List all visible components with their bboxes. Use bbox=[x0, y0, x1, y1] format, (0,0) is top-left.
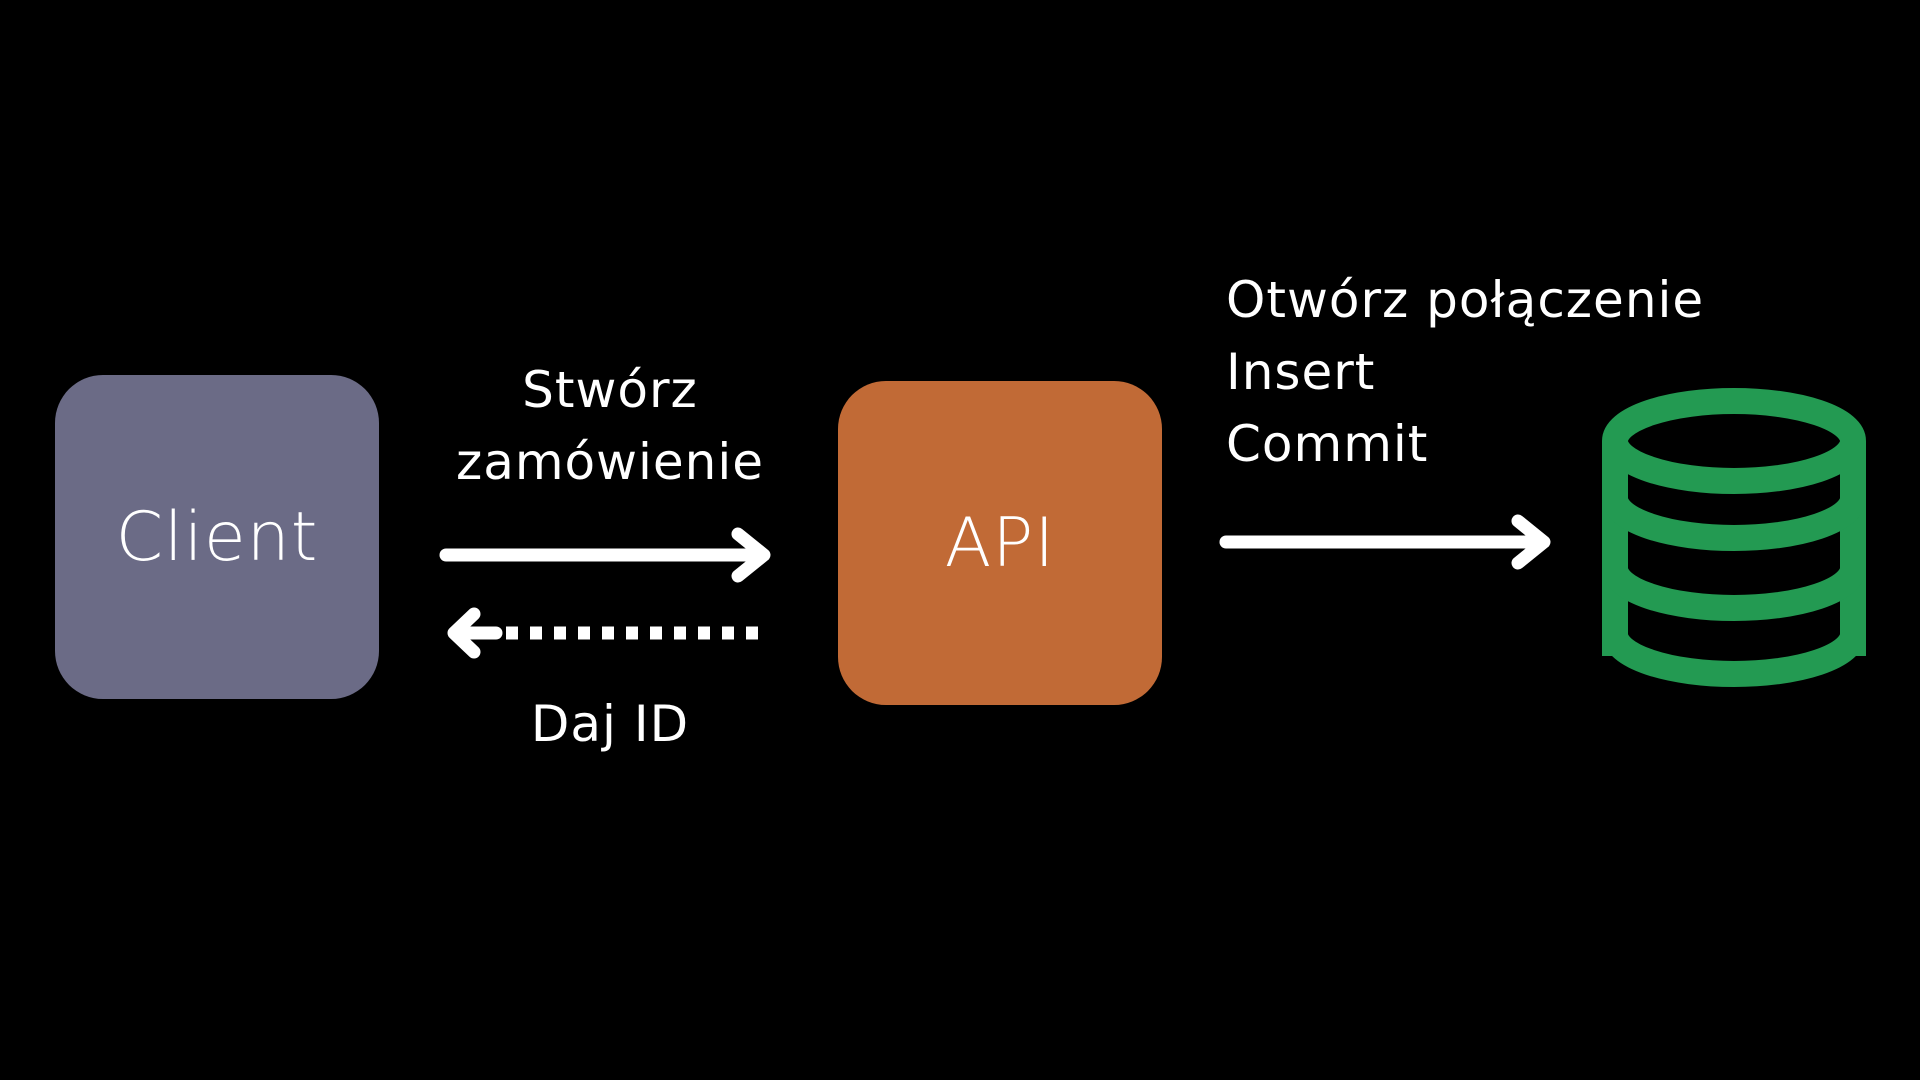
response-arrow bbox=[447, 607, 770, 659]
db-operations-label: Otwórz połączenie Insert Commit bbox=[1226, 264, 1704, 480]
db-op-open-connection: Otwórz połączenie bbox=[1226, 271, 1705, 329]
client-node: Client bbox=[55, 375, 379, 699]
db-op-insert: Insert bbox=[1226, 343, 1376, 401]
request-label-line-2: zamówienie bbox=[455, 433, 765, 491]
request-arrow bbox=[439, 527, 771, 583]
api-node: API bbox=[838, 381, 1162, 705]
database-icon bbox=[1602, 388, 1866, 687]
api-label: API bbox=[944, 503, 1056, 583]
request-label-line-1: Stwórz bbox=[522, 361, 698, 419]
client-label: Client bbox=[115, 497, 319, 577]
request-edge-label: Stwórz zamówienie bbox=[410, 354, 810, 498]
db-op-commit: Commit bbox=[1226, 415, 1429, 473]
response-edge-label: Daj ID bbox=[530, 695, 690, 753]
db-arrow bbox=[1219, 514, 1551, 570]
